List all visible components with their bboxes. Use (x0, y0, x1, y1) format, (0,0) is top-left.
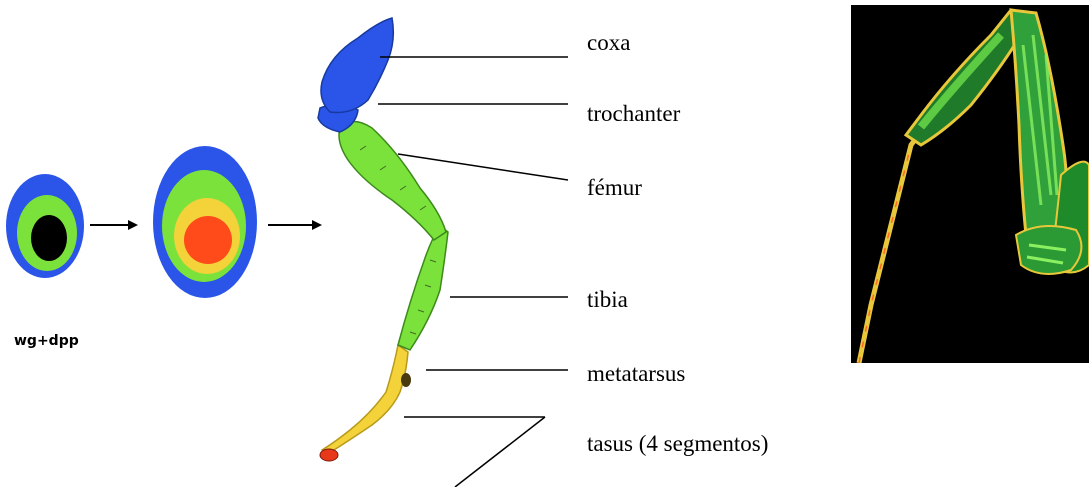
arrow-1 (90, 220, 138, 230)
metatarsus-joint (401, 373, 411, 387)
tarsal-claw (320, 449, 338, 461)
disc2-center-red (184, 216, 232, 264)
femur-segment (339, 122, 446, 241)
label-tibia: tibia (587, 288, 628, 311)
early-imaginal-disc (6, 174, 84, 278)
label-metatarsus: metatarsus (587, 362, 685, 385)
late-imaginal-disc (153, 146, 257, 298)
leader-femur (398, 154, 568, 180)
fluorescence-micrograph (851, 5, 1089, 363)
tarsus-segment (322, 345, 408, 455)
developmental-caption: wg+dpp (14, 333, 79, 349)
leader-lines (378, 57, 568, 487)
coxa-segment (321, 18, 393, 113)
label-tarsus: tasus (4 segmentos) (587, 432, 768, 455)
arrow-2 (268, 220, 322, 230)
leader-tarsus-lower (455, 417, 545, 487)
label-trochanter: trochanter (587, 102, 680, 125)
tibia-segment (398, 226, 448, 350)
micrograph-image (851, 5, 1089, 363)
leg-illustration (318, 18, 448, 461)
label-coxa: coxa (587, 31, 630, 54)
label-femur: fémur (587, 176, 642, 199)
disc1-center-black (31, 215, 67, 261)
